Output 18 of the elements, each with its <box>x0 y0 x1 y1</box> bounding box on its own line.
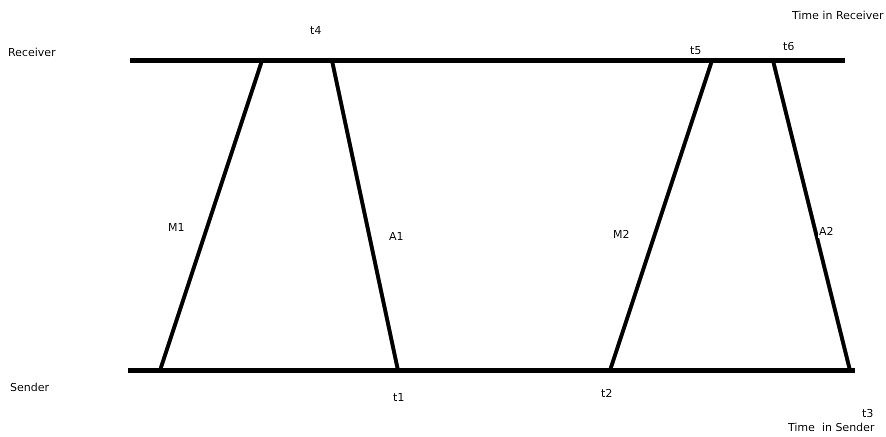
axis-caption: Time in Receiver <box>792 9 884 22</box>
edge-label: M1 <box>167 221 186 234</box>
message-line <box>771 60 852 371</box>
timeline-bar <box>130 58 845 63</box>
time-mark: t3 <box>862 407 874 420</box>
edge-label: A1 <box>388 230 405 243</box>
time-mark: t1 <box>393 391 404 404</box>
time-mark: t5 <box>690 44 702 57</box>
time-mark: t6 <box>783 40 794 53</box>
timeline-name: Sender <box>10 381 49 394</box>
message-line <box>330 60 400 371</box>
timeline-bar <box>128 368 855 373</box>
edge-label: A2 <box>818 225 835 238</box>
time-mark: t4 <box>310 24 322 37</box>
axis-caption: Time in Sender <box>788 421 874 434</box>
timeline-name: Receiver <box>8 46 56 59</box>
time-mark: t2 <box>601 387 612 400</box>
edge-label: M2 <box>612 228 630 241</box>
